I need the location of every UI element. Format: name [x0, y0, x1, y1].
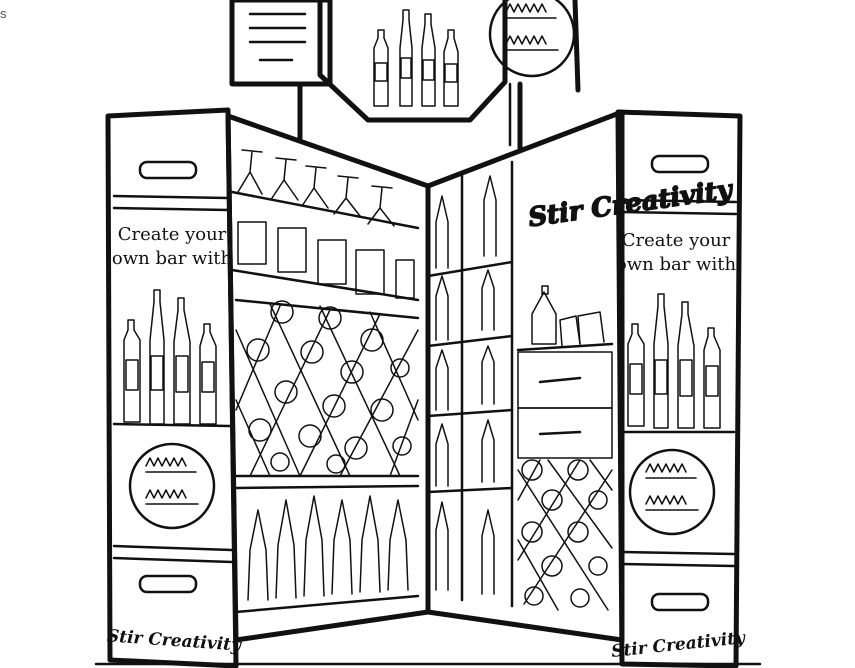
right-headline-line1: Create your [622, 230, 731, 251]
menu-card [229, 0, 333, 87]
tall-bottle-grid [426, 160, 514, 608]
top-header-signage [229, 0, 581, 151]
corner-text: s [0, 6, 7, 21]
right-headline-line2: own bar with [616, 254, 737, 275]
left-handle-top [138, 160, 198, 180]
right-bottle-group [627, 293, 721, 429]
tumbler-shelf [230, 221, 420, 302]
left-side-panel: Create your own bar with Stir Creativity [105, 107, 243, 668]
left-badge [128, 442, 216, 530]
right-handle-bottom [650, 592, 710, 612]
right-badge [628, 448, 716, 536]
left-handle-bottom [138, 574, 198, 594]
right-handle-top [650, 154, 710, 174]
left-bottle-group [123, 289, 217, 425]
right-footer-logo: Stir Creativity [610, 628, 747, 662]
wine-lattice-left [234, 298, 420, 478]
center-cabinet: Stir Creativity [225, 109, 736, 643]
left-footer-logo: Stir Creativity [106, 626, 242, 655]
left-headline-line1: Create your [118, 224, 227, 245]
bottle-rack-left [234, 484, 420, 614]
wine-glass-rack [230, 149, 420, 230]
left-headline-line2: own bar with [112, 248, 233, 269]
header-bottle-group [373, 9, 459, 107]
center-logo: Stir Creativity [527, 175, 736, 234]
